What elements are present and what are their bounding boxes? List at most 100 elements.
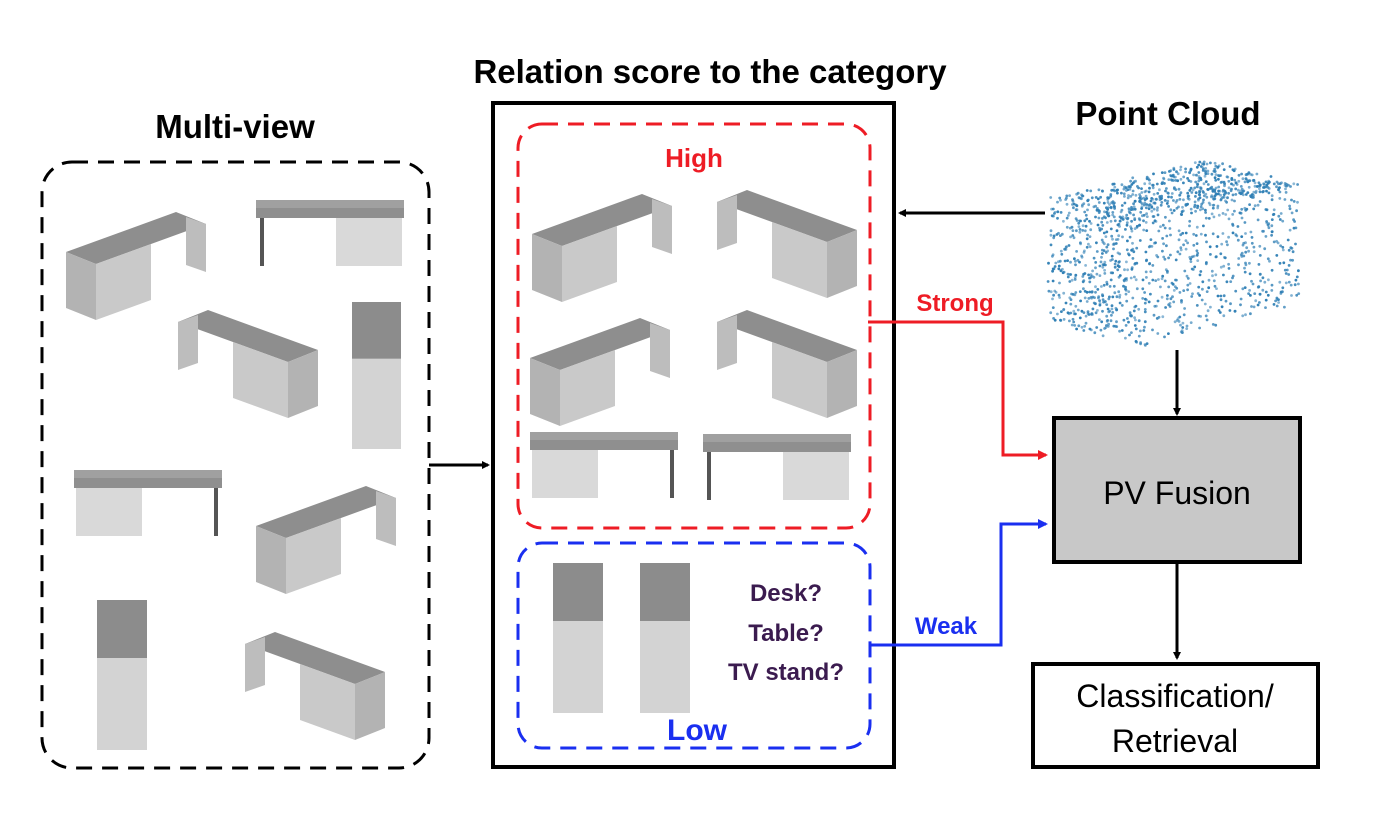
point-cloud-dot	[1245, 246, 1249, 250]
point-cloud-dot	[1070, 323, 1074, 327]
point-cloud-dot	[1211, 274, 1214, 278]
point-cloud-dot	[1244, 250, 1248, 254]
point-cloud-dot	[1199, 205, 1203, 209]
point-cloud-dot	[1177, 229, 1181, 233]
point-cloud-dot	[1191, 292, 1194, 296]
point-cloud-dot	[1080, 254, 1083, 258]
point-cloud-dot	[1103, 260, 1107, 264]
point-cloud-dot	[1156, 192, 1160, 195]
point-cloud-dot	[1051, 306, 1055, 309]
point-cloud-dot	[1207, 278, 1211, 282]
point-cloud-dot	[1123, 195, 1126, 198]
point-cloud-dot	[1272, 212, 1276, 216]
point-cloud-dot	[1150, 245, 1154, 248]
point-cloud-dot	[1098, 228, 1102, 232]
point-cloud-dot	[1263, 247, 1267, 251]
point-cloud-dot	[1283, 305, 1286, 309]
point-cloud-dot	[1158, 198, 1162, 202]
point-cloud-dot	[1069, 260, 1072, 264]
point-cloud-dot	[1191, 188, 1195, 192]
point-cloud-dot	[1056, 312, 1059, 316]
point-cloud-dot	[1185, 327, 1189, 330]
point-cloud-dot	[1087, 273, 1090, 277]
point-cloud-dot	[1216, 235, 1220, 239]
point-cloud-dot	[1152, 241, 1156, 245]
point-cloud-dot	[1144, 221, 1148, 224]
point-cloud-dot	[1076, 258, 1080, 262]
point-cloud-dot	[1133, 316, 1136, 319]
point-cloud-dot	[1137, 334, 1141, 338]
point-cloud-dot	[1226, 196, 1229, 200]
point-cloud-dot	[1199, 232, 1203, 236]
point-cloud-dot	[1069, 311, 1073, 315]
point-cloud-dot	[1086, 233, 1089, 237]
point-cloud-dot	[1068, 280, 1072, 283]
point-cloud-dot	[1051, 279, 1055, 283]
point-cloud-dot	[1151, 197, 1155, 201]
point-cloud-dot	[1227, 179, 1231, 183]
point-cloud-dot	[1248, 289, 1251, 292]
point-cloud-dot	[1092, 256, 1096, 260]
point-cloud-dot	[1113, 291, 1117, 295]
point-cloud-dot	[1125, 213, 1129, 217]
point-cloud-dot	[1240, 187, 1244, 191]
point-cloud-dot	[1117, 234, 1121, 238]
point-cloud-dot	[1124, 186, 1128, 190]
weak-label: Weak	[915, 613, 978, 640]
point-cloud-dot	[1288, 207, 1292, 211]
point-cloud-dot	[1105, 221, 1109, 224]
point-cloud-dot	[1182, 175, 1186, 179]
point-cloud-dot	[1078, 228, 1082, 231]
point-cloud-dot	[1167, 195, 1170, 199]
point-cloud-dot	[1131, 189, 1135, 193]
point-cloud-dot	[1066, 214, 1070, 217]
point-cloud-dot	[1071, 234, 1075, 237]
point-cloud-dot	[1138, 239, 1142, 242]
point-cloud-dot	[1113, 185, 1117, 189]
point-cloud-dot	[1244, 173, 1248, 177]
point-cloud-dot	[1097, 188, 1101, 192]
point-cloud-dot	[1227, 235, 1230, 239]
point-cloud-dot	[1163, 171, 1167, 175]
point-cloud-dot	[1130, 227, 1133, 231]
point-cloud-dot	[1272, 182, 1276, 186]
point-cloud-dot	[1204, 180, 1208, 184]
point-cloud-dot	[1111, 211, 1115, 214]
point-cloud-image	[1046, 160, 1301, 347]
point-cloud-dot	[1127, 194, 1130, 197]
point-cloud-dot	[1222, 314, 1226, 318]
point-cloud-dot	[1084, 224, 1088, 228]
point-cloud-dot	[1163, 335, 1166, 339]
point-cloud-dot	[1226, 208, 1230, 212]
point-cloud-dot	[1194, 195, 1197, 198]
point-cloud-dot	[1104, 263, 1107, 267]
point-cloud-dot	[1210, 212, 1214, 216]
point-cloud-dot	[1070, 278, 1074, 282]
point-cloud-dot	[1083, 229, 1087, 233]
point-cloud-dot	[1071, 317, 1075, 321]
point-cloud-dot	[1120, 329, 1124, 332]
point-cloud-dot	[1252, 179, 1256, 182]
point-cloud-dot	[1194, 180, 1198, 184]
point-cloud-dot	[1217, 309, 1221, 312]
point-cloud-dot	[1143, 325, 1146, 329]
point-cloud-dot	[1145, 197, 1149, 200]
point-cloud-dot	[1142, 329, 1146, 332]
point-cloud-dot	[1095, 272, 1099, 276]
point-cloud-dot	[1222, 168, 1226, 172]
point-cloud-dot	[1125, 221, 1129, 225]
point-cloud-dot	[1269, 175, 1273, 178]
point-cloud-dot	[1100, 220, 1104, 224]
point-cloud-dot	[1195, 304, 1199, 307]
point-cloud-dot	[1124, 324, 1128, 327]
point-cloud-dot	[1175, 319, 1179, 322]
point-cloud-dot	[1088, 219, 1091, 223]
point-cloud-dot	[1296, 200, 1299, 204]
point-cloud-dot	[1134, 278, 1138, 282]
point-cloud-dot	[1060, 252, 1064, 256]
point-cloud-dot	[1141, 278, 1145, 282]
point-cloud-dot	[1190, 267, 1194, 271]
point-cloud-dot	[1233, 178, 1237, 182]
point-cloud-dot	[1089, 222, 1093, 225]
point-cloud-dot	[1169, 178, 1173, 182]
